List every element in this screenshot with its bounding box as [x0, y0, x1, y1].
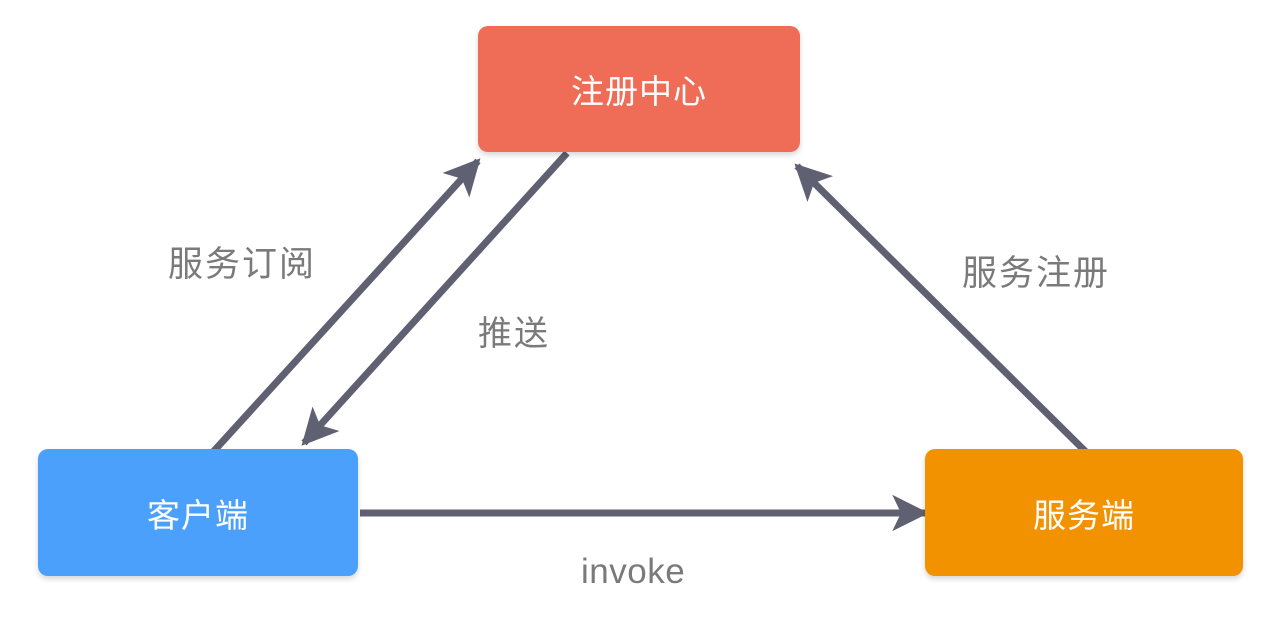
node-server[interactable]: 服务端: [925, 449, 1243, 576]
edge-label-register: 服务注册: [962, 254, 1111, 293]
node-registry-label: 注册中心: [571, 73, 707, 110]
edge-register: [794, 163, 1089, 455]
edge-subscribe: [210, 158, 481, 455]
node-registry-center[interactable]: 注册中心: [478, 26, 800, 152]
node-client-label: 客户端: [147, 496, 249, 534]
node-client[interactable]: 客户端: [38, 449, 358, 576]
node-server-label: 服务端: [1033, 496, 1135, 534]
edge-label-subscribe: 服务订阅: [168, 245, 317, 284]
edge-label-invoke: invoke: [581, 552, 686, 591]
edge-push: [301, 150, 570, 446]
edge-label-push: 推送: [478, 315, 550, 353]
